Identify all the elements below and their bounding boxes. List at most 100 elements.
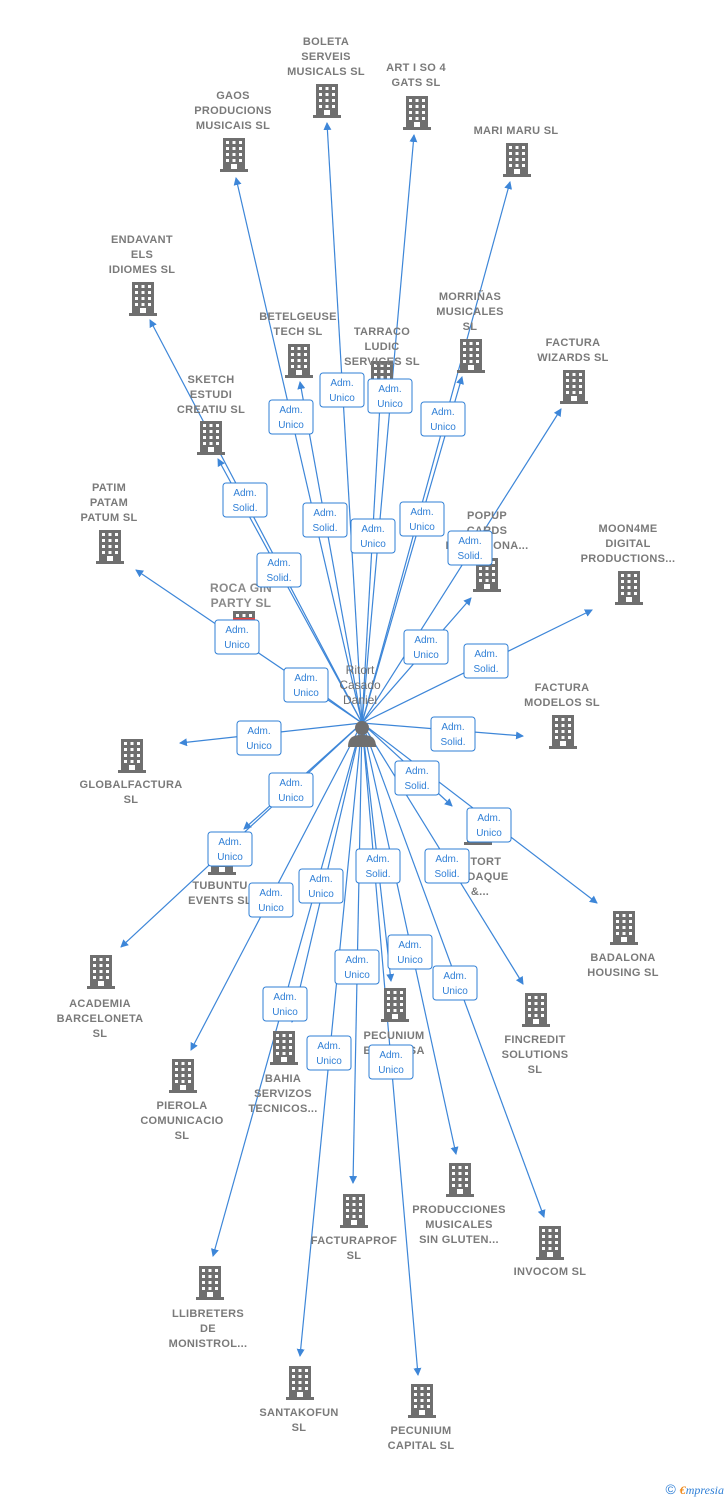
role-badge[interactable]: Adm.Unico — [399, 501, 445, 537]
role-badge[interactable]: Adm.Unico — [367, 378, 413, 414]
company-name-line[interactable]: PATIM — [92, 482, 126, 494]
company-name-line[interactable]: BOLETA — [303, 36, 349, 48]
company-node[interactable]: MOON4MEDIGITALPRODUCTIONS... — [581, 523, 676, 605]
company-node[interactable]: GAOS PRODUCIONS MUSICAIS SL — [194, 90, 272, 172]
company-node[interactable]: BETELGEUSE TECH SL — [259, 311, 337, 378]
company-name-line[interactable]: BETELGEUSE — [259, 311, 337, 323]
company-name-line[interactable]: FACTURA — [546, 337, 601, 349]
company-name-line[interactable]: PECUNIUM — [363, 1030, 424, 1042]
company-name-line[interactable]: SL — [463, 321, 478, 333]
company-name-line[interactable]: SL — [124, 794, 139, 806]
role-badge[interactable]: Adm.Unico — [319, 372, 365, 408]
company-name-line[interactable]: PRODUCIONS — [194, 105, 272, 117]
company-name-line[interactable]: INVOCOM SL — [514, 1266, 587, 1278]
role-badge[interactable]: Adm.Solid. — [355, 848, 401, 884]
company-name-line[interactable]: SL — [528, 1064, 543, 1076]
company-name-line[interactable]: WIZARDS SL — [537, 352, 608, 364]
company-name-line[interactable]: TARRACO — [354, 326, 410, 338]
company-name-line[interactable]: PATUM SL — [81, 512, 138, 524]
company-name-line[interactable]: SL — [175, 1130, 190, 1142]
company-name-line[interactable]: SANTAKOFUN — [259, 1407, 338, 1419]
role-badge[interactable]: Adm.Solid. — [447, 530, 493, 566]
company-name-line[interactable]: ART I SO 4 — [386, 62, 446, 74]
company-name-line[interactable]: SL — [292, 1422, 307, 1434]
person-icon[interactable] — [348, 721, 376, 747]
company-name-line[interactable]: BADALONA — [590, 952, 655, 964]
company-node[interactable]: FACTURA WIZARDS SL — [537, 337, 608, 404]
company-name-line[interactable]: BAHIA — [265, 1073, 301, 1085]
company-node[interactable]: SANTAKOFUN SL — [259, 1366, 338, 1434]
company-name-line[interactable]: ACADEMIA — [69, 998, 131, 1010]
company-name-line[interactable]: MONISTROL... — [169, 1338, 248, 1350]
company-node[interactable]: FINCREDIT SOLUTIONS SL — [502, 993, 569, 1076]
company-node[interactable]: TARRACO LUDIC SERVICES SL — [344, 326, 420, 395]
company-name-line[interactable]: ENDAVANT — [111, 234, 173, 246]
company-name-line[interactable]: ESTUDI — [190, 389, 232, 401]
company-node[interactable]: FACTURA MODELOS SL — [524, 682, 600, 749]
company-name-line[interactable]: SOLUTIONS — [502, 1049, 569, 1061]
role-badge[interactable]: Adm.Unico — [466, 807, 512, 843]
company-name-line[interactable]: MARI MARU SL — [474, 125, 559, 137]
company-name-line[interactable]: PIEROLA — [157, 1100, 208, 1112]
company-node[interactable]: PIEROLA COMUNICACIO SL — [140, 1059, 224, 1142]
role-badge[interactable]: Adm.Solid. — [256, 552, 302, 588]
company-name-line[interactable]: GAOS — [216, 90, 250, 102]
company-name-line[interactable]: &... — [471, 886, 489, 898]
role-badge[interactable]: Adm.Solid. — [463, 643, 509, 679]
role-badge[interactable]: Adm.Solid. — [430, 716, 476, 752]
company-name-line[interactable]: DE — [200, 1323, 216, 1335]
company-node[interactable]: LLIBRETERSDEMONISTROL... — [169, 1266, 248, 1350]
company-name-line[interactable]: TECH SL — [273, 326, 322, 338]
company-name-line[interactable]: GLOBALFACTURA — [80, 779, 183, 791]
company-name-line[interactable]: FACTURA — [535, 682, 590, 694]
role-badge[interactable]: Adm.Unico — [214, 619, 260, 655]
company-name-line[interactable]: MODELOS SL — [524, 697, 600, 709]
role-badge[interactable]: Adm.Unico — [306, 1035, 352, 1071]
company-name-line[interactable]: FINCREDIT — [504, 1034, 565, 1046]
role-badge[interactable]: Adm.Unico — [368, 1044, 414, 1080]
role-badge[interactable]: Adm.Unico — [334, 949, 380, 985]
role-badge[interactable]: Adm.Solid. — [302, 502, 348, 538]
role-badge[interactable]: Adm.Solid. — [222, 482, 268, 518]
role-badge[interactable]: Adm.Unico — [432, 965, 478, 1001]
company-name-line[interactable]: PRODUCTIONS... — [581, 553, 676, 565]
company-name-line[interactable]: IDIOMES SL — [109, 264, 176, 276]
company-name-line[interactable]: SERVICES SL — [344, 356, 420, 368]
role-badge[interactable]: Adm.Unico — [207, 831, 253, 867]
role-badge[interactable]: Adm.Unico — [403, 629, 449, 665]
company-name-line[interactable]: CAPITAL SL — [388, 1440, 455, 1452]
company-name-line[interactable]: DIGITAL — [605, 538, 650, 550]
company-name-line[interactable]: SL — [347, 1250, 362, 1262]
company-name-line[interactable]: ROCA GIN — [210, 581, 272, 595]
company-node[interactable]: MARI MARU SL — [474, 125, 559, 177]
company-name-line[interactable]: POPUP — [467, 510, 507, 522]
company-name-line[interactable]: PRODUCCIONES — [412, 1204, 505, 1216]
company-name-line[interactable]: MORRIÑAS — [439, 290, 501, 303]
company-name-line[interactable]: SIN GLUTEN... — [419, 1234, 499, 1246]
role-badge[interactable]: Adm.Unico — [420, 401, 466, 437]
company-name-line[interactable]: PATAM — [90, 497, 128, 509]
company-name-line[interactable]: SERVIZOS — [254, 1088, 312, 1100]
company-name-line[interactable]: HOUSING SL — [587, 967, 658, 979]
role-badge[interactable]: Adm.Unico — [236, 720, 282, 756]
company-name-line[interactable]: CREATIU SL — [177, 404, 245, 416]
role-badge[interactable]: Adm.Solid. — [394, 760, 440, 796]
company-name-line[interactable]: FACTURAPROF — [311, 1235, 397, 1247]
company-name-line[interactable]: TECNICOS... — [248, 1103, 317, 1115]
role-badge[interactable]: Adm.Unico — [248, 882, 294, 918]
company-name-line[interactable]: COMUNICACIO — [140, 1115, 223, 1127]
company-name-line[interactable]: TUBUNTU — [192, 880, 247, 892]
company-name-line[interactable]: SERVEIS — [301, 51, 351, 63]
company-name-line[interactable]: GATS SL — [392, 77, 441, 89]
company-name-line[interactable]: MUSICAIS SL — [196, 120, 270, 132]
company-node[interactable]: BAHIA SERVIZOS TECNICOS... — [248, 1031, 317, 1115]
company-name-line[interactable]: MUSICALES — [425, 1219, 492, 1231]
role-badge[interactable]: Adm.Solid. — [424, 848, 470, 884]
company-name-line[interactable]: LUDIC — [364, 341, 399, 353]
